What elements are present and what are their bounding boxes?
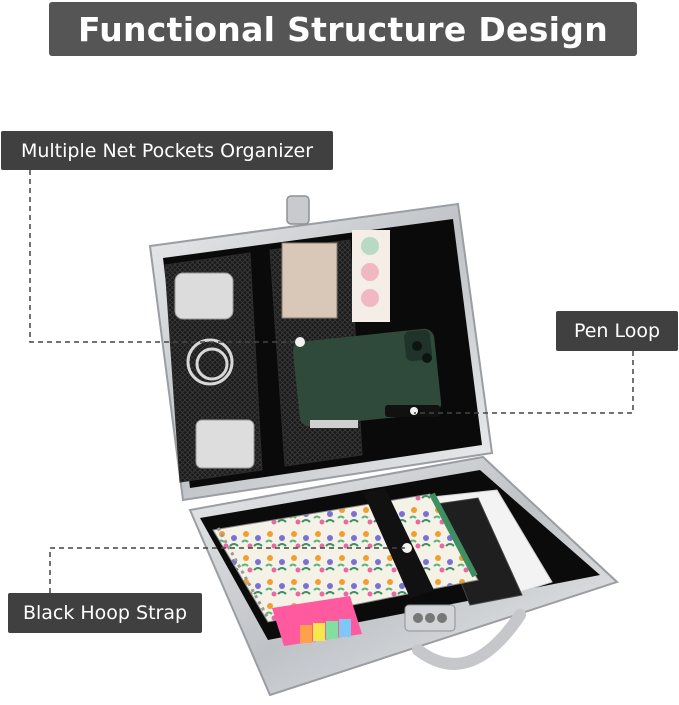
title-banner: Functional Structure Design xyxy=(49,2,637,56)
leader-strap xyxy=(49,547,405,593)
card-item xyxy=(281,242,338,319)
callout-strap-label: Black Hoop Strap xyxy=(22,602,188,624)
lid-clasp xyxy=(286,195,310,225)
callout-pen-loop: Pen Loop xyxy=(556,311,678,351)
black-hoop-strap xyxy=(363,488,434,598)
cable-coil xyxy=(186,338,234,386)
page-title: Functional Structure Design xyxy=(78,9,608,49)
leader-lines xyxy=(29,170,634,593)
callout-net-pockets: Multiple Net Pockets Organizer xyxy=(1,131,333,170)
callout-strap: Black Hoop Strap xyxy=(8,593,202,633)
leader-pen-loop xyxy=(414,351,634,414)
callout-pen-loop-label: Pen Loop xyxy=(573,320,661,342)
combination-lock xyxy=(404,604,456,632)
phone xyxy=(292,328,442,427)
earbuds-case xyxy=(174,272,234,320)
leader-net-pockets xyxy=(29,170,300,343)
callout-net-pockets-label: Multiple Net Pockets Organizer xyxy=(20,139,314,162)
charger-brick xyxy=(195,419,255,469)
case-handle xyxy=(412,609,526,670)
sticky-notes xyxy=(272,596,362,646)
